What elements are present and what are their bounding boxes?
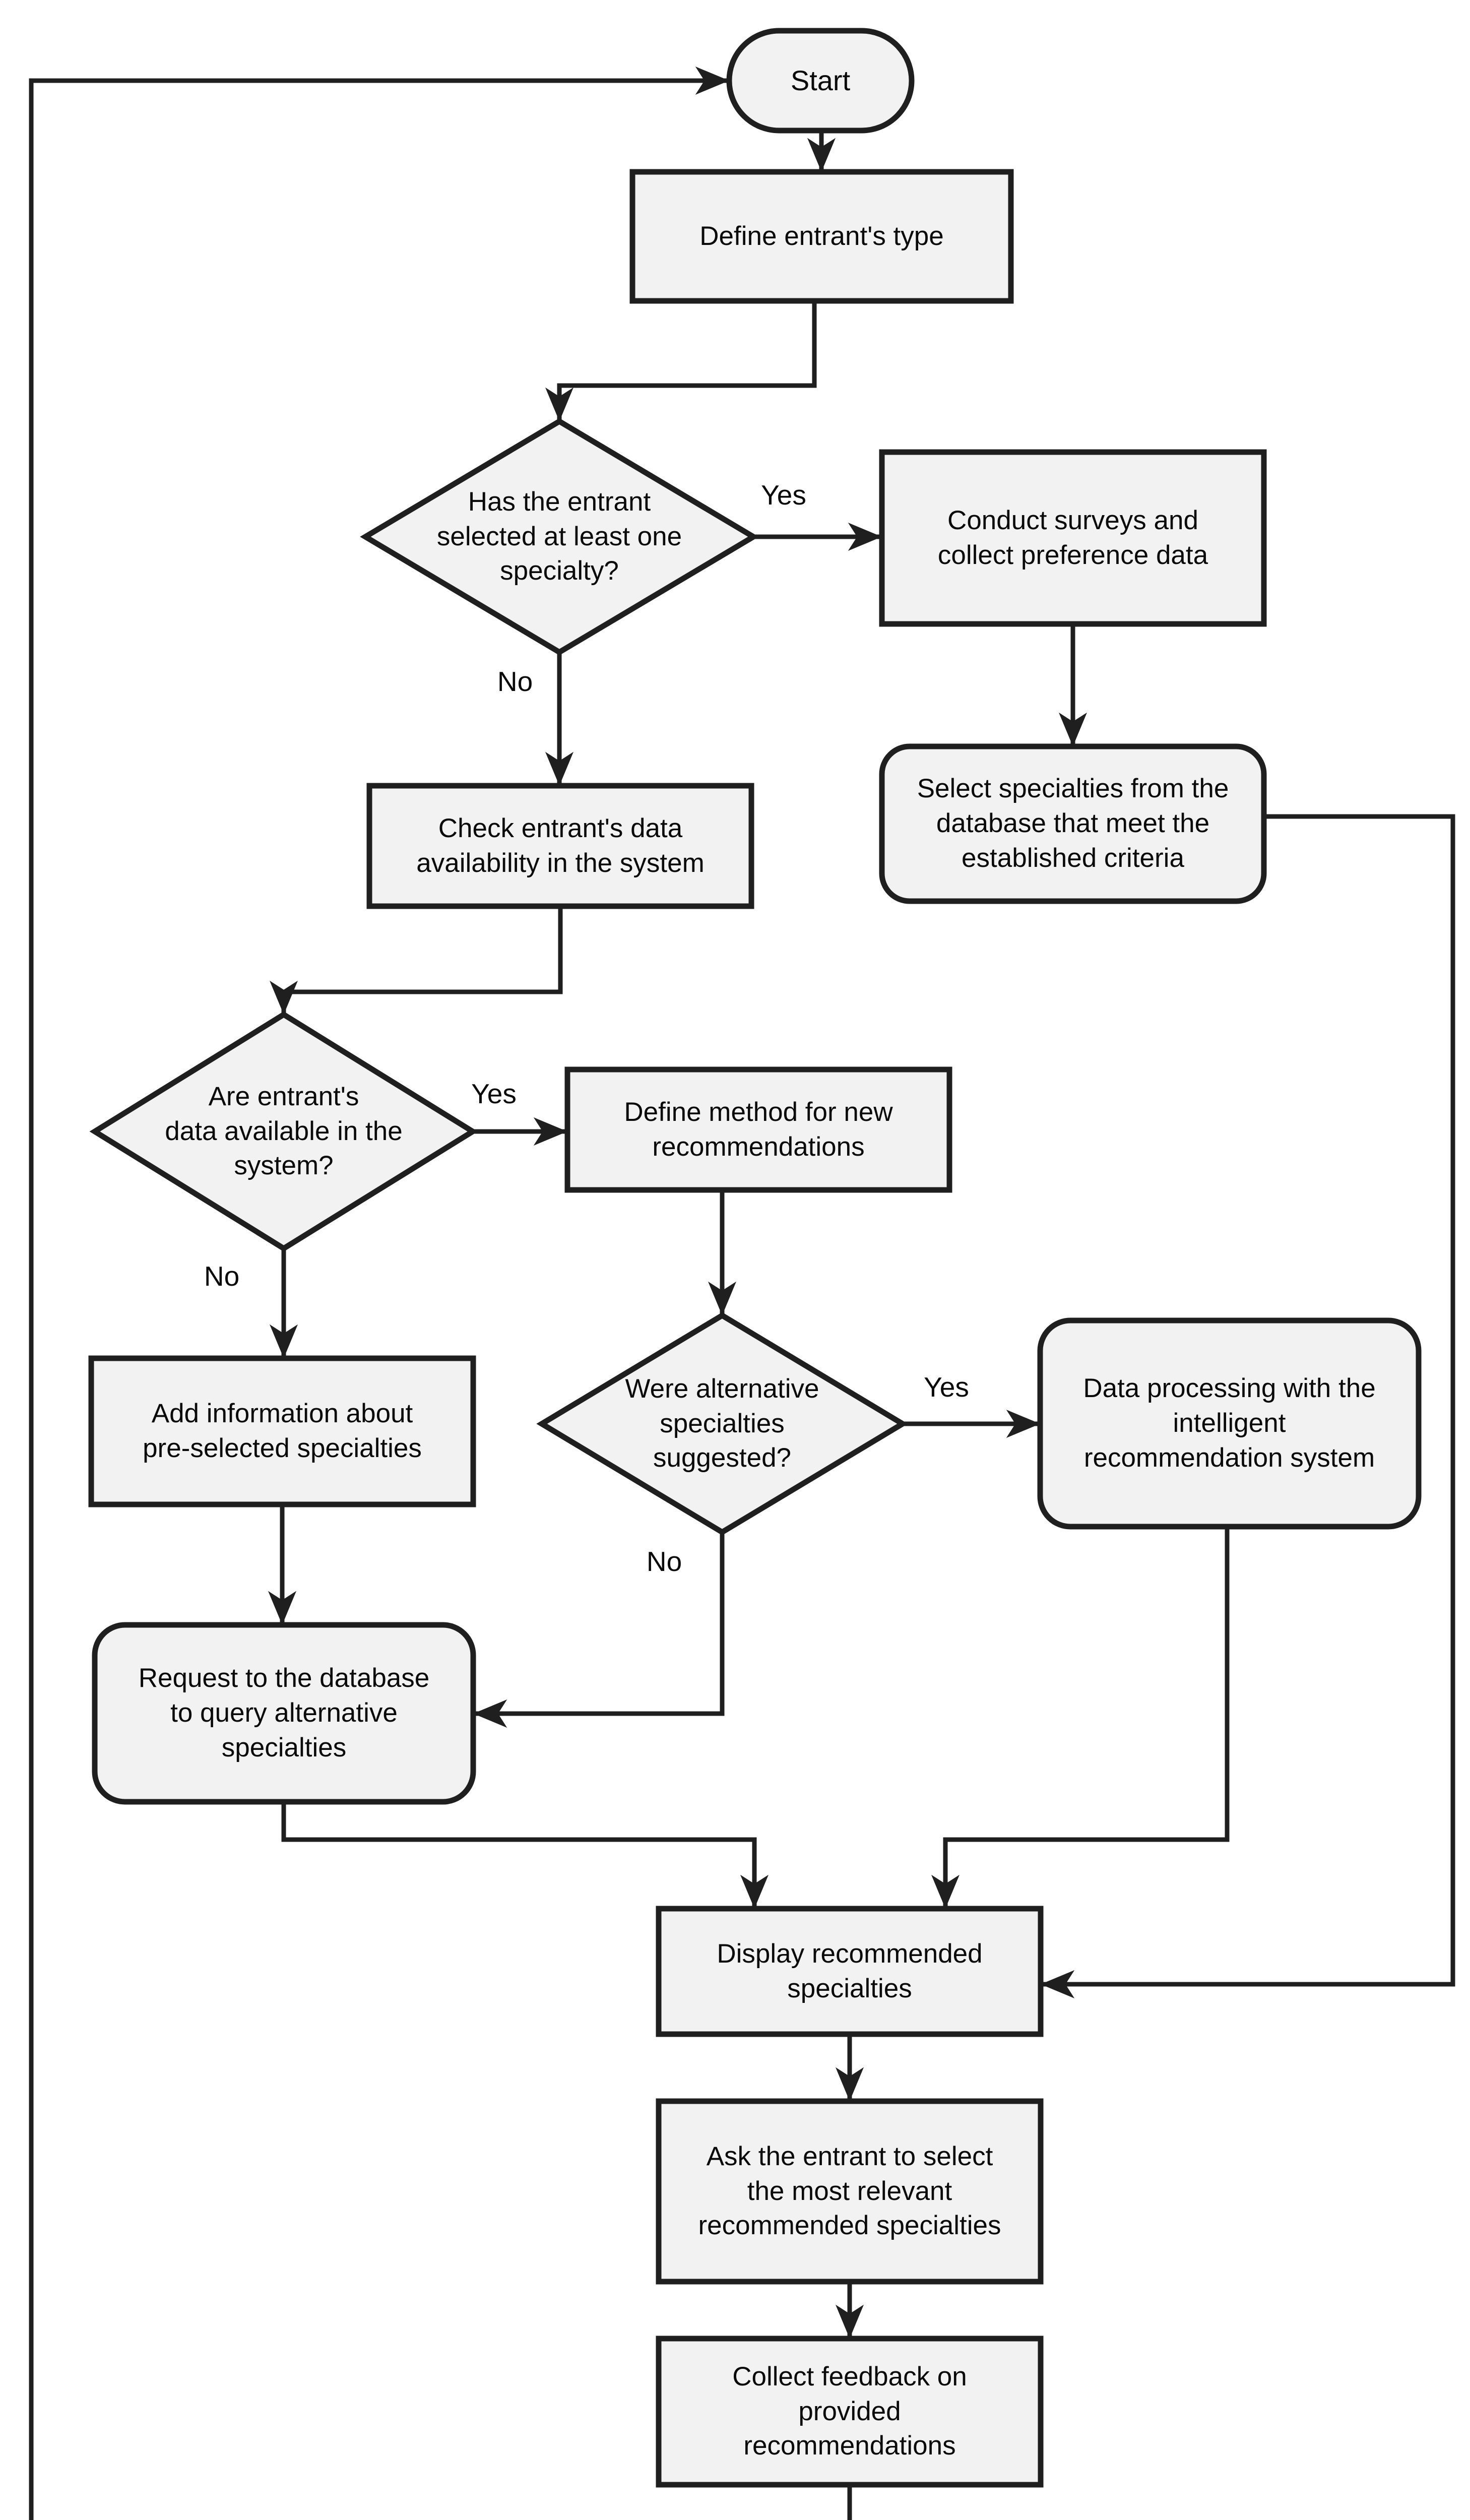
edge-request-db-to-display bbox=[281, 1802, 769, 1909]
edge-check-data-to-d2 bbox=[270, 906, 563, 1015]
d3-decision-shape bbox=[536, 1312, 908, 1536]
ask-shape bbox=[656, 2098, 1044, 2285]
conduct-shape bbox=[879, 449, 1267, 627]
d2-decision-shape bbox=[89, 1011, 478, 1252]
edge-d3-no-to-request-db bbox=[473, 1532, 725, 1728]
d1-decision-shape bbox=[360, 418, 759, 656]
node-shapes bbox=[88, 28, 1422, 2488]
edge-end-loop-to-start bbox=[29, 67, 730, 2520]
edge-define-type-to-d1 bbox=[545, 301, 817, 421]
start-terminator-shape bbox=[726, 28, 915, 134]
data-proc-shape bbox=[1037, 1317, 1422, 1530]
define-type-shape bbox=[629, 169, 1014, 304]
select-db-shape bbox=[879, 743, 1267, 904]
add-info-shape bbox=[88, 1355, 476, 1507]
define-method-shape bbox=[564, 1066, 952, 1193]
edge-data-proc-to-display bbox=[931, 1527, 1230, 1909]
display-shape bbox=[656, 1906, 1044, 2037]
request-db-shape bbox=[92, 1622, 476, 1805]
collect-shape bbox=[656, 2336, 1044, 2488]
flow-edges bbox=[29, 67, 1455, 2520]
edge-select-db-to-display bbox=[1041, 814, 1455, 1998]
check-data-shape bbox=[366, 783, 754, 909]
